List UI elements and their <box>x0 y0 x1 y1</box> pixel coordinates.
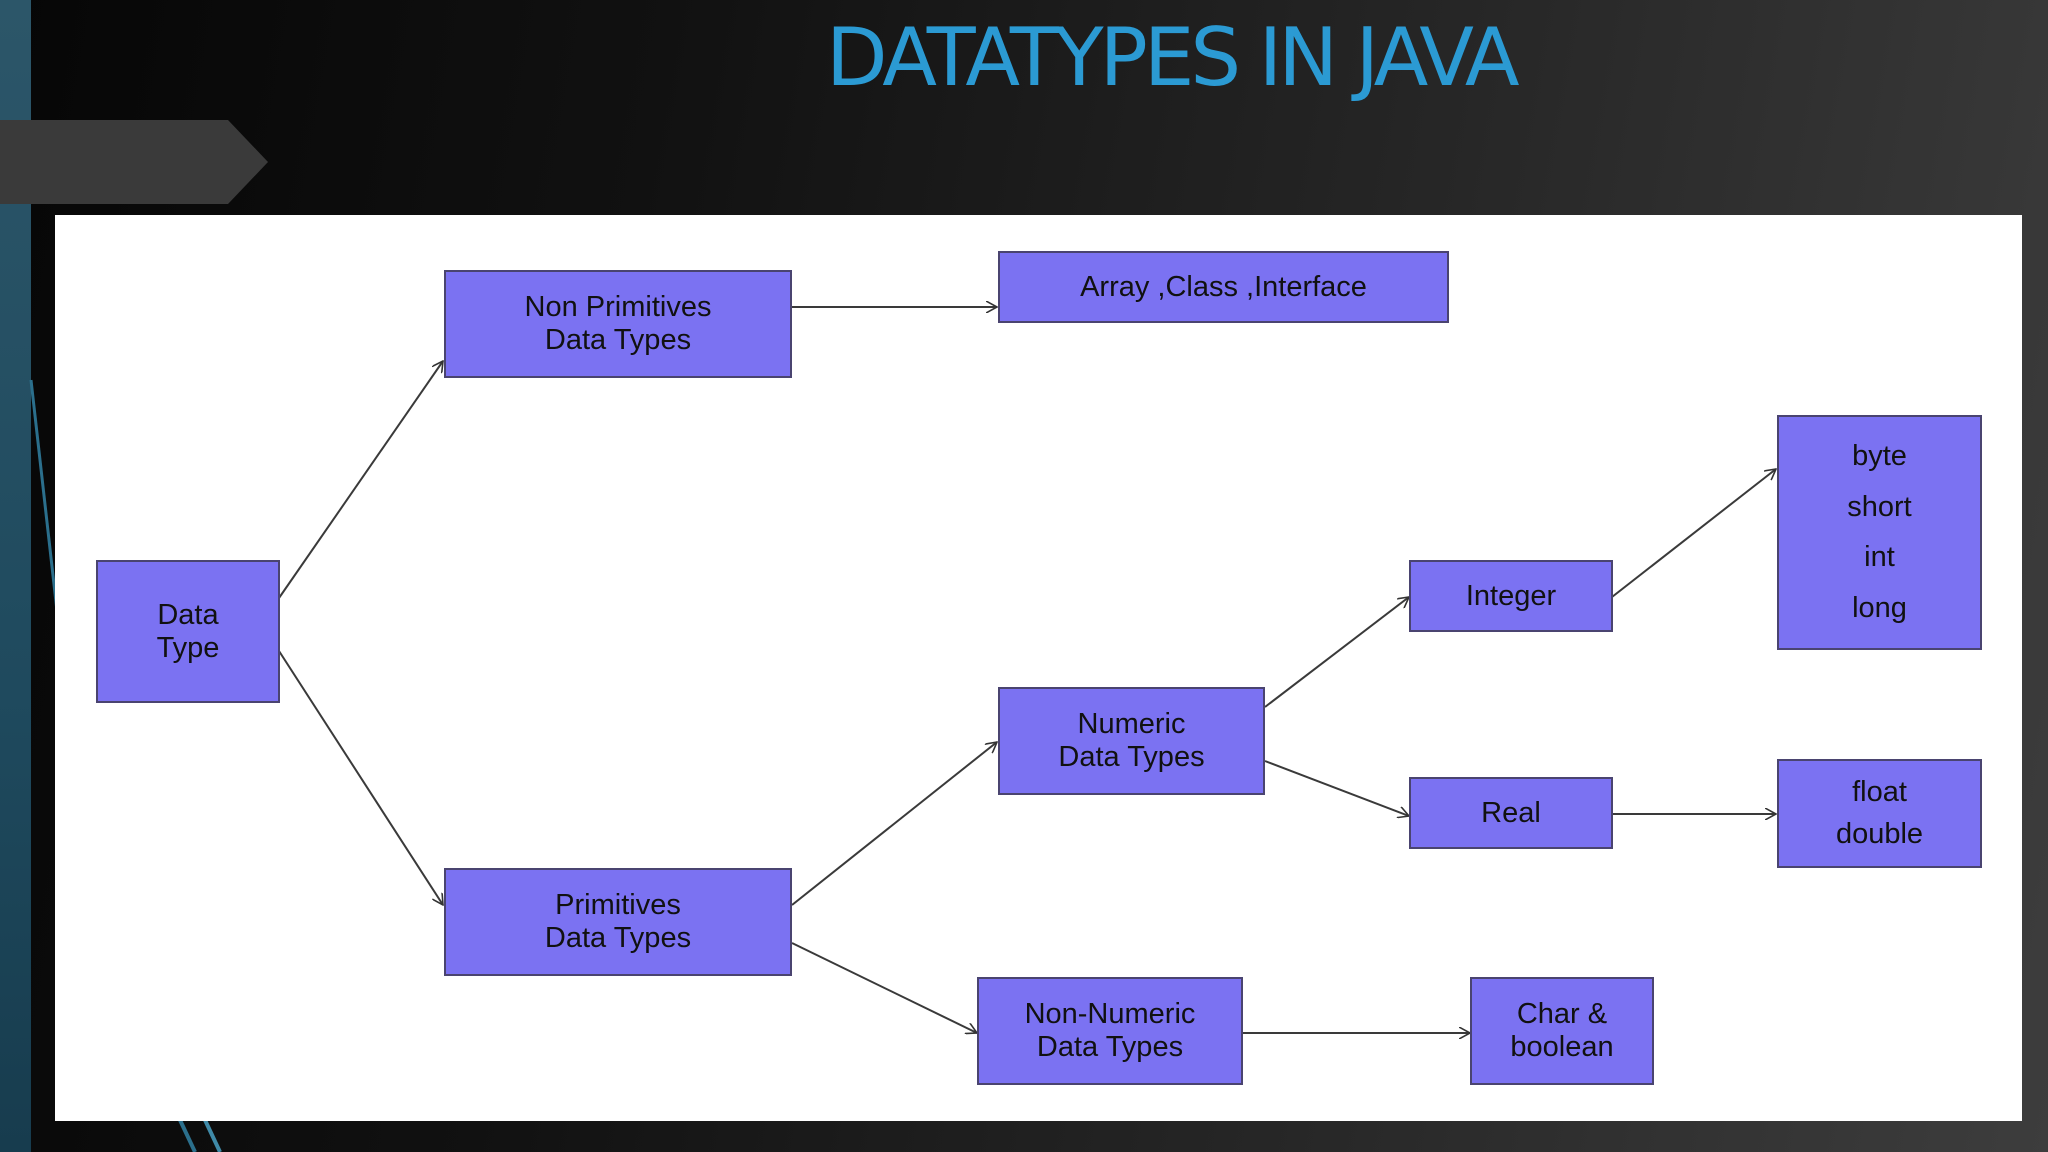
edge-primitives-to-nonnumeric <box>791 942 977 1033</box>
node-primitives-line1: Primitives <box>555 889 681 921</box>
node-array-class-interface: Array ,Class ,Interface <box>998 251 1449 323</box>
node-numeric-line2: Data Types <box>1058 741 1205 773</box>
node-real-label: Real <box>1481 796 1541 829</box>
node-char-boolean: Char & boolean <box>1470 977 1654 1085</box>
edge-datatype-to-nonprimitives <box>278 361 443 599</box>
node-array-class-interface-label: Array ,Class ,Interface <box>1080 270 1367 303</box>
node-data-type-line2: Type <box>156 631 220 664</box>
node-real-types: float double <box>1777 759 1982 868</box>
integer-type-short: short <box>1847 490 1912 523</box>
node-integer: Integer <box>1409 560 1613 632</box>
deco-line-left <box>29 379 60 621</box>
node-non-primitives-line1: Non Primitives <box>524 291 712 323</box>
integer-type-byte: byte <box>1852 440 1907 473</box>
diagram-panel: Data Type Non Primitives Data Types Arra… <box>55 215 2022 1121</box>
edge-numeric-to-real <box>1264 760 1409 816</box>
edge-numeric-to-integer <box>1264 597 1409 708</box>
node-real: Real <box>1409 777 1613 849</box>
node-char-boolean-line1: Char & <box>1516 998 1608 1030</box>
node-integer-label: Integer <box>1465 579 1557 612</box>
node-primitives: Primitives Data Types <box>444 868 792 976</box>
node-non-numeric-line2: Data Types <box>1036 1031 1184 1063</box>
node-numeric-line1: Numeric <box>1077 708 1186 740</box>
node-non-primitives-line2: Data Types <box>544 324 692 356</box>
edge-primitives-to-numeric <box>791 742 997 906</box>
real-type-double: double <box>1835 818 1924 850</box>
node-data-type-line1: Data <box>157 598 219 631</box>
connector-layer <box>278 215 2022 1121</box>
integer-type-long: long <box>1852 591 1907 624</box>
node-char-boolean-line2: boolean <box>1510 1031 1614 1063</box>
title-ribbon-shape <box>0 120 268 204</box>
node-numeric: Numeric Data Types <box>998 687 1265 795</box>
left-accent-bar <box>0 0 31 1152</box>
real-type-float: float <box>1852 776 1907 808</box>
node-data-type: Data Type <box>96 560 280 703</box>
deco-line-bottom-2 <box>203 1119 222 1152</box>
node-non-numeric: Non-Numeric Data Types <box>977 977 1243 1085</box>
integer-type-int: int <box>1864 541 1895 574</box>
edge-integer-to-inttypes <box>1611 469 1776 598</box>
node-integer-types: byte short int long <box>1777 415 1982 650</box>
node-non-numeric-line1: Non-Numeric <box>1024 998 1196 1030</box>
node-non-primitives: Non Primitives Data Types <box>444 270 792 378</box>
edge-datatype-to-primitives <box>278 650 443 905</box>
node-primitives-line2: Data Types <box>544 922 692 954</box>
deco-line-bottom-1 <box>178 1119 197 1152</box>
slide-title: DATATYPES IN JAVA <box>826 11 1520 104</box>
